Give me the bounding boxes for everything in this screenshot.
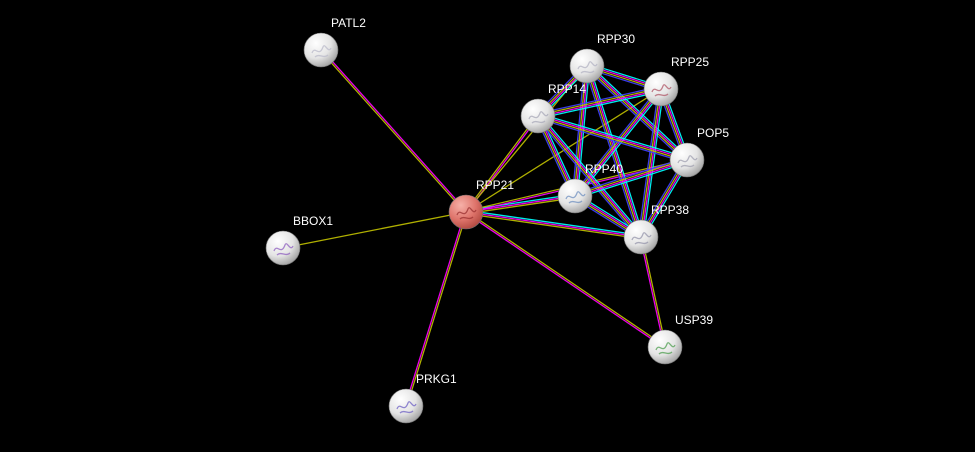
protein-structure-icon bbox=[634, 241, 649, 245]
protein-structure-icon bbox=[580, 70, 595, 74]
protein-structure-icon bbox=[680, 164, 695, 168]
edge-USP39-RPP21[interactable] bbox=[464, 210, 667, 349]
node-label-USP39: USP39 bbox=[675, 313, 713, 327]
edge-BBOX1-RPP21[interactable] bbox=[282, 211, 467, 249]
protein-structure-icon bbox=[565, 191, 586, 200]
node-RPP40[interactable]: RPP40 bbox=[557, 162, 623, 214]
edge-RPP14-POP5[interactable] bbox=[536, 112, 689, 164]
protein-structure-icon bbox=[396, 401, 417, 410]
node-label-RPP21: RPP21 bbox=[476, 178, 514, 192]
node-label-RPP30: RPP30 bbox=[597, 32, 635, 46]
protein-structure-icon bbox=[456, 207, 477, 216]
edge-USP39-RPP38[interactable] bbox=[639, 236, 667, 348]
protein-structure-icon bbox=[655, 342, 676, 351]
protein-structure-icon bbox=[531, 120, 546, 124]
node-RPP30[interactable]: RPP30 bbox=[569, 32, 635, 84]
edge-RPP21-RPP38[interactable] bbox=[465, 209, 642, 240]
node-label-BBOX1: BBOX1 bbox=[293, 214, 333, 228]
edge-RPP25-RPP38[interactable] bbox=[637, 88, 665, 238]
node-BBOX1[interactable]: BBOX1 bbox=[265, 214, 333, 266]
protein-structure-icon bbox=[631, 232, 652, 241]
node-POP5[interactable]: POP5 bbox=[669, 126, 729, 178]
protein-structure-icon bbox=[276, 252, 291, 256]
edge-RPP25-RPP14[interactable] bbox=[536, 85, 663, 120]
protein-structure-icon bbox=[651, 84, 672, 93]
node-label-POP5: POP5 bbox=[697, 126, 729, 140]
protein-structure-icon bbox=[459, 216, 474, 220]
nodes-layer: PATL2RPP30RPP25RPP14POP5RPP40RPP21RPP38B… bbox=[265, 16, 729, 424]
node-label-RPP40: RPP40 bbox=[585, 162, 623, 176]
node-label-RPP38: RPP38 bbox=[651, 203, 689, 217]
protein-structure-icon bbox=[399, 410, 414, 414]
edge-PATL2-RPP21[interactable] bbox=[319, 48, 468, 214]
edge-PRKG1-RPP21[interactable] bbox=[404, 211, 468, 407]
edge-RPP30-POP5[interactable] bbox=[584, 63, 690, 163]
node-PATL2[interactable]: PATL2 bbox=[303, 16, 366, 68]
edge-RPP21-RPP40[interactable] bbox=[465, 193, 576, 215]
protein-structure-icon bbox=[577, 61, 598, 70]
protein-structure-icon bbox=[677, 155, 698, 164]
protein-structure-icon bbox=[314, 54, 329, 58]
edge-POP5-RPP40[interactable] bbox=[573, 156, 689, 200]
node-USP39[interactable]: USP39 bbox=[647, 313, 713, 365]
protein-structure-icon bbox=[528, 111, 549, 120]
node-RPP14[interactable]: RPP14 bbox=[520, 82, 586, 134]
node-label-RPP14: RPP14 bbox=[548, 82, 586, 96]
protein-structure-icon bbox=[273, 243, 294, 252]
node-RPP38[interactable]: RPP38 bbox=[623, 203, 689, 255]
node-label-RPP25: RPP25 bbox=[671, 55, 709, 69]
node-RPP21[interactable]: RPP21 bbox=[448, 178, 514, 230]
protein-structure-icon bbox=[311, 45, 332, 54]
edge-RPP14-RPP38[interactable] bbox=[535, 113, 644, 240]
protein-structure-icon bbox=[568, 200, 583, 204]
node-PRKG1[interactable]: PRKG1 bbox=[388, 372, 457, 424]
protein-structure-icon bbox=[658, 351, 673, 355]
node-label-PRKG1: PRKG1 bbox=[416, 372, 457, 386]
node-RPP25[interactable]: RPP25 bbox=[643, 55, 709, 107]
protein-structure-icon bbox=[654, 93, 669, 97]
node-label-PATL2: PATL2 bbox=[331, 16, 366, 30]
